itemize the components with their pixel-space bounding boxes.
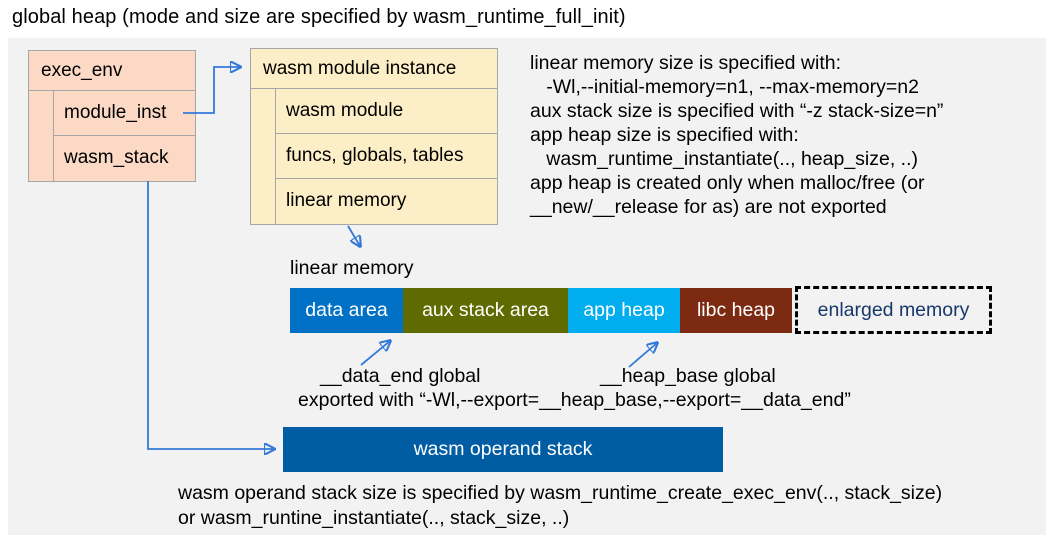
memory-segment-app-heap: app heap [568, 288, 680, 333]
exec-env-row-module-inst: module_inst [54, 91, 195, 136]
operand-stack-bar: wasm operand stack [283, 427, 723, 472]
note-line: app heap is created only when malloc/fre… [530, 172, 925, 194]
annotation-data-end-global: __data_end global [320, 365, 481, 387]
note-line: wasm operand stack size is specified by … [178, 482, 943, 504]
exec-env-box: exec_env module_inst wasm_stack [28, 50, 196, 182]
right-notes-block: linear memory size is specified with: -W… [530, 51, 943, 219]
module-instance-header: wasm module instance [251, 49, 497, 89]
annotation-exported-with: exported with “-Wl,--export=__heap_base,… [298, 389, 851, 411]
module-instance-row-wasm-module: wasm module [276, 89, 497, 134]
module-instance-row-funcs-globals-tables: funcs, globals, tables [276, 134, 497, 179]
memory-segment-aux-stack-area: aux stack area [403, 288, 568, 333]
struct-indent-spacer [251, 89, 276, 224]
note-line: or wasm_runtine_instantiate(.., stack_si… [178, 507, 570, 529]
exec-env-row-wasm-stack: wasm_stack [64, 147, 169, 168]
bottom-notes-block: wasm operand stack size is specified by … [178, 481, 942, 531]
linear-memory-bar: data area aux stack area app heap libc h… [290, 288, 792, 333]
struct-indent-spacer [29, 91, 54, 181]
memory-segment-data-area: data area [290, 288, 403, 333]
linear-memory-label: linear memory [290, 257, 414, 279]
note-line: __new/__release for as) are not exported [530, 196, 887, 218]
note-line: -Wl,--initial-memory=n1, --max-memory=n2 [530, 76, 919, 98]
memory-segment-libc-heap: libc heap [680, 288, 792, 333]
module-instance-box: wasm module instance wasm module funcs, … [250, 48, 498, 225]
enlarged-memory-box: enlarged memory [795, 286, 992, 334]
note-line: linear memory size is specified with: [530, 52, 842, 74]
note-line: wasm_runtime_instantiate(.., heap_size, … [530, 148, 919, 170]
module-instance-body: wasm module funcs, globals, tables linea… [251, 89, 497, 224]
exec-env-header: exec_env [29, 51, 195, 91]
module-instance-row-linear-memory: linear memory [286, 190, 407, 211]
diagram-title: global heap (mode and size are specified… [12, 6, 626, 28]
note-line: aux stack size is specified with “-z sta… [530, 100, 944, 122]
exec-env-body: module_inst wasm_stack [29, 91, 195, 181]
note-line: app heap size is specified with: [530, 124, 799, 146]
annotation-heap-base-global: __heap_base global [600, 365, 776, 387]
